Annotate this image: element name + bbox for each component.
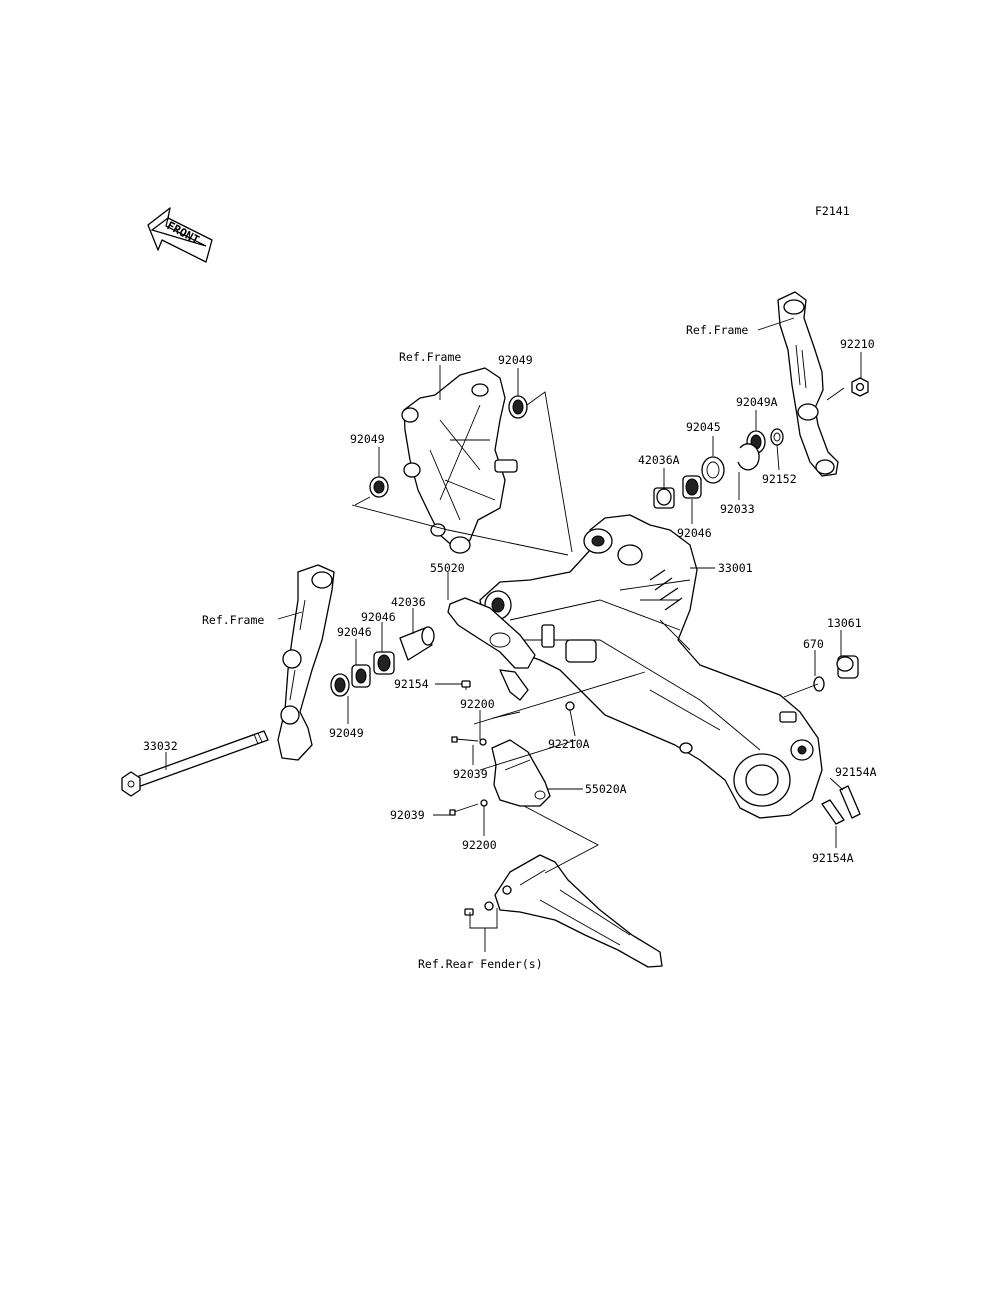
figure-code: F2141 xyxy=(815,204,850,218)
part-92200-washer-upper xyxy=(479,738,487,746)
leader-lines xyxy=(165,317,862,952)
part-42036A-sleeve xyxy=(653,487,675,509)
part-92046-needle-bearing-left-b xyxy=(351,664,371,688)
label-92046-b: 92046 xyxy=(337,625,372,639)
frame-bracket-left xyxy=(277,564,335,761)
label-92152: 92152 xyxy=(762,472,797,486)
part-92152-collar xyxy=(770,428,784,446)
label-92049-top: 92049 xyxy=(498,353,533,367)
label-55020: 55020 xyxy=(430,561,465,575)
label-92049-lower: 92049 xyxy=(329,726,364,740)
part-92210-nut xyxy=(851,377,869,397)
label-92200-top: 92200 xyxy=(460,697,495,711)
label-ref-rear-fender: Ref.Rear Fender(s) xyxy=(418,957,543,971)
label-55020A: 55020A xyxy=(585,782,627,796)
label-92210A: 92210A xyxy=(548,737,590,751)
part-92046-needle-bearing-right xyxy=(682,475,702,499)
label-ref-frame-top-right: Ref.Frame xyxy=(686,323,748,337)
label-ref-frame-left: Ref.Frame xyxy=(202,613,264,627)
part-92154A-bolt-a xyxy=(839,785,861,819)
part-92210A-bolt xyxy=(565,701,575,711)
part-92033-circlip xyxy=(737,443,760,471)
part-92154-bolt xyxy=(461,680,471,690)
part-42036-sleeve xyxy=(399,626,435,661)
part-92049-seal-top xyxy=(508,395,528,419)
label-92039-b: 92039 xyxy=(390,808,425,822)
part-33032-pivot-shaft xyxy=(121,730,269,797)
label-92033: 92033 xyxy=(720,502,755,516)
label-92046-right: 92046 xyxy=(677,526,712,540)
part-92045-bearing xyxy=(701,456,725,484)
frame-bracket-right xyxy=(777,291,839,477)
part-13061-block xyxy=(836,655,859,679)
label-92049-left: 92049 xyxy=(350,432,385,446)
label-92200-bottom: 92200 xyxy=(462,838,497,852)
label-92045: 92045 xyxy=(686,420,721,434)
part-55020A-cover xyxy=(491,739,551,807)
label-13061: 13061 xyxy=(827,616,862,630)
part-92154A-bolt-b xyxy=(821,799,845,825)
label-92154A-a: 92154A xyxy=(835,765,877,779)
part-92049-seal-lower xyxy=(330,673,350,697)
label-42036: 42036 xyxy=(391,595,426,609)
part-92049-seal-left xyxy=(369,476,389,498)
label-92046-a: 92046 xyxy=(361,610,396,624)
rear-fender xyxy=(494,854,663,968)
part-92039-screw-upper xyxy=(451,736,479,743)
label-92154A-b: 92154A xyxy=(812,851,854,865)
label-33001: 33001 xyxy=(718,561,753,575)
label-42036A: 42036A xyxy=(638,453,680,467)
label-92049A: 92049A xyxy=(736,395,778,409)
part-labels: Ref.Frame 92210 Ref.Frame 92049 92049A 9… xyxy=(143,323,877,971)
part-55020-chain-guard xyxy=(447,597,536,701)
front-arrow-icon: FRONT xyxy=(147,207,213,263)
part-92200-washer-lower xyxy=(480,799,488,807)
frame-bracket-center xyxy=(401,367,518,554)
fender-bolt xyxy=(464,901,494,916)
part-670-o-ring xyxy=(813,676,825,692)
label-670: 670 xyxy=(803,637,824,651)
label-92154: 92154 xyxy=(394,677,429,691)
part-92046-needle-bearing-left xyxy=(373,651,395,675)
label-ref-frame-top-left: Ref.Frame xyxy=(399,350,461,364)
label-33032: 33032 xyxy=(143,739,178,753)
part-33001-swing-arm xyxy=(479,514,823,819)
label-92210: 92210 xyxy=(840,337,875,351)
part-92039-screw-lower xyxy=(449,803,479,816)
label-92039-a: 92039 xyxy=(453,767,488,781)
